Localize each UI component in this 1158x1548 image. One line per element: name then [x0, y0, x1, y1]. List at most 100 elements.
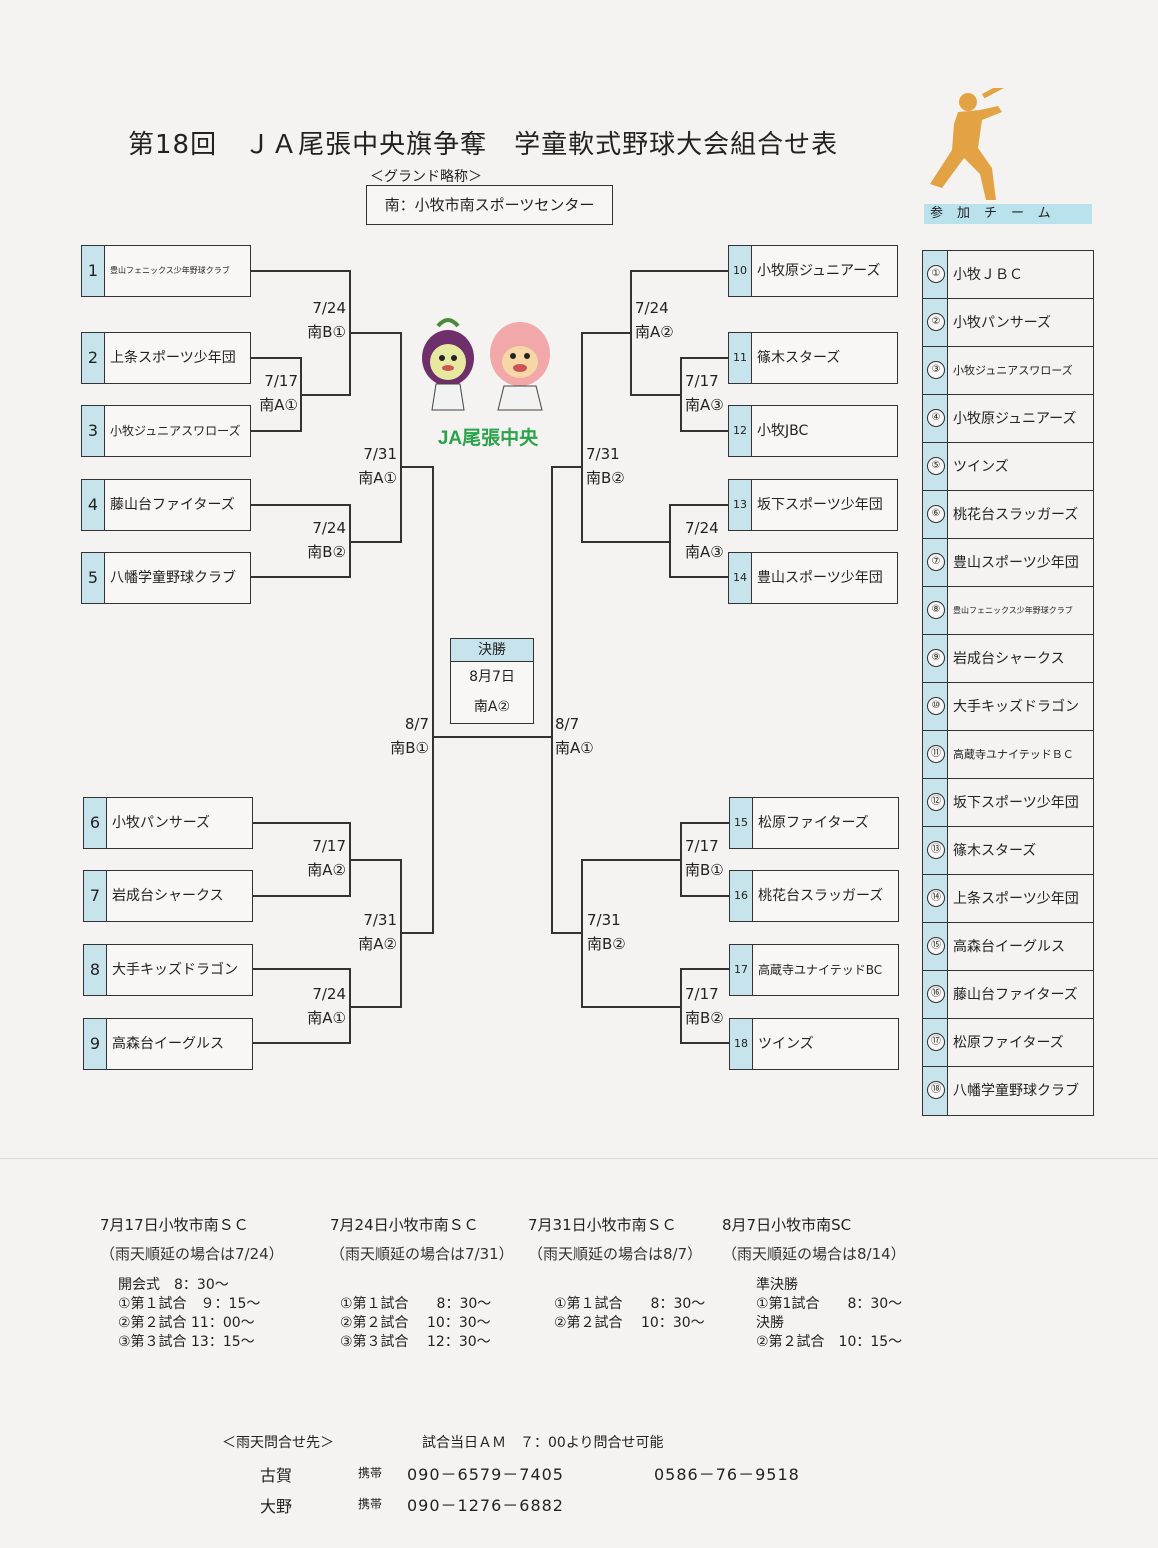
- page-title: 第18回 ＪＡ尾張中央旗争奪 学童軟式野球大会組合せ表: [128, 130, 839, 160]
- team-seed: 2: [82, 333, 105, 383]
- contact-header: ＜雨天問合せ先＞: [222, 1435, 334, 1451]
- bracket-team-6: 6 小牧パンサーズ: [83, 797, 253, 849]
- team-seed: 3: [82, 406, 105, 456]
- team-name: 八幡学童野球クラブ: [110, 570, 236, 586]
- team-seed: 8: [84, 945, 107, 995]
- team-seed: 4: [82, 480, 105, 530]
- contact-type-1: 携帯: [358, 1466, 383, 1480]
- bracket-team-8: 8 大手キッズドラゴン: [83, 944, 253, 996]
- bracket-team-7: 7 岩成台シャークス: [83, 870, 253, 922]
- bracket-team-9: 9 高森台イーグルス: [83, 1018, 253, 1070]
- team-name: 藤山台ファイターズ: [110, 497, 235, 513]
- bracket-team-15: 15 松原ファイターズ: [729, 797, 899, 849]
- team-name: 坂下スポーツ少年団: [757, 497, 883, 513]
- team-seed: 9: [84, 1019, 107, 1069]
- ground-box: 南：小牧市南スポーツセンター: [366, 185, 613, 225]
- bracket-team-5: 5 八幡学童野球クラブ: [81, 552, 251, 604]
- bracket-team-16: 16 桃花台スラッガーズ: [729, 870, 899, 922]
- bracket-team-14: 14 豊山スポーツ少年団: [728, 552, 898, 604]
- team-name: 大手キッズドラゴン: [112, 962, 238, 978]
- team-seed: 13: [729, 480, 752, 530]
- batter-icon: [930, 88, 1029, 200]
- bracket-team-13: 13 坂下スポーツ少年団: [728, 479, 898, 531]
- team-name: 小牧ジュニアスワローズ: [110, 424, 241, 438]
- bracket-team-4: 4 藤山台ファイターズ: [81, 479, 251, 531]
- team-name: 篠木スターズ: [757, 350, 841, 366]
- team-seed: 6: [84, 798, 107, 848]
- team-seed: 18: [730, 1019, 753, 1069]
- final-date: 8月7日: [469, 669, 515, 685]
- team-name: 高蔵寺ユナイテッドBC: [758, 963, 883, 977]
- final-header: 決勝: [451, 639, 533, 662]
- contact-name-2: 大野: [260, 1497, 293, 1516]
- schedule-day-1: 7月17日小牧市南ＳＣ （雨天順延の場合は7/24） 開会式 8：30～ ①第１…: [100, 1216, 284, 1350]
- team-name: 小牧パンサーズ: [112, 815, 210, 831]
- contact-type-2: 携帯: [358, 1497, 383, 1511]
- team-seed: 7: [84, 871, 107, 921]
- final-field: 南A②: [473, 699, 511, 715]
- schedule-day-4: 8月7日小牧市南SC （雨天順延の場合は8/14） 準決勝 ①第1試合 8：30…: [722, 1216, 906, 1350]
- bracket-team-1: 1 豊山フェニックス少年野球クラブ: [81, 245, 251, 297]
- team-name: 松原ファイターズ: [758, 815, 869, 831]
- fold-line: [0, 1158, 1158, 1159]
- ground-caption: ＜グランド略称＞: [370, 169, 482, 185]
- team-seed: 14: [729, 553, 752, 603]
- team-seed: 5: [82, 553, 105, 603]
- bracket-team-17: 17 高蔵寺ユナイテッドBC: [729, 944, 899, 996]
- bracket-team-2: 2 上条スポーツ少年団: [81, 332, 251, 384]
- schedule-day-3: 7月31日小牧市南ＳＣ （雨天順延の場合は8/7） ①第１試合 8：30～ ②第…: [528, 1216, 706, 1331]
- team-name: 岩成台シャークス: [112, 888, 224, 904]
- team-seed: 1: [82, 246, 105, 296]
- mascot-illustration: JA尾張中央: [422, 318, 550, 449]
- bracket-team-11: 11 篠木スターズ: [728, 332, 898, 384]
- team-name: 豊山スポーツ少年団: [757, 570, 883, 586]
- team-name: 小牧原ジュニアーズ: [757, 263, 881, 279]
- contact-tel-2: 0586－76－9518: [654, 1465, 800, 1484]
- team-seed: 12: [729, 406, 752, 456]
- team-name: 上条スポーツ少年団: [110, 350, 236, 366]
- bracket-team-18: 18 ツインズ: [729, 1018, 899, 1070]
- team-name: ツインズ: [758, 1036, 814, 1052]
- bracket-team-3: 3 小牧ジュニアスワローズ: [81, 405, 251, 457]
- ja-logo-text: JA尾張中央: [438, 426, 539, 449]
- team-name: 小牧JBC: [757, 423, 809, 439]
- schedule-day-2: 7月24日小牧市南ＳＣ （雨天順延の場合は7/31） ①第１試合 8：30～ ②…: [330, 1216, 514, 1350]
- team-seed: 11: [729, 333, 752, 383]
- contact-tel-1: 090－6579－7405: [407, 1465, 564, 1484]
- bracket-team-10: 10 小牧原ジュニアーズ: [728, 245, 898, 297]
- team-name: 桃花台スラッガーズ: [758, 888, 884, 904]
